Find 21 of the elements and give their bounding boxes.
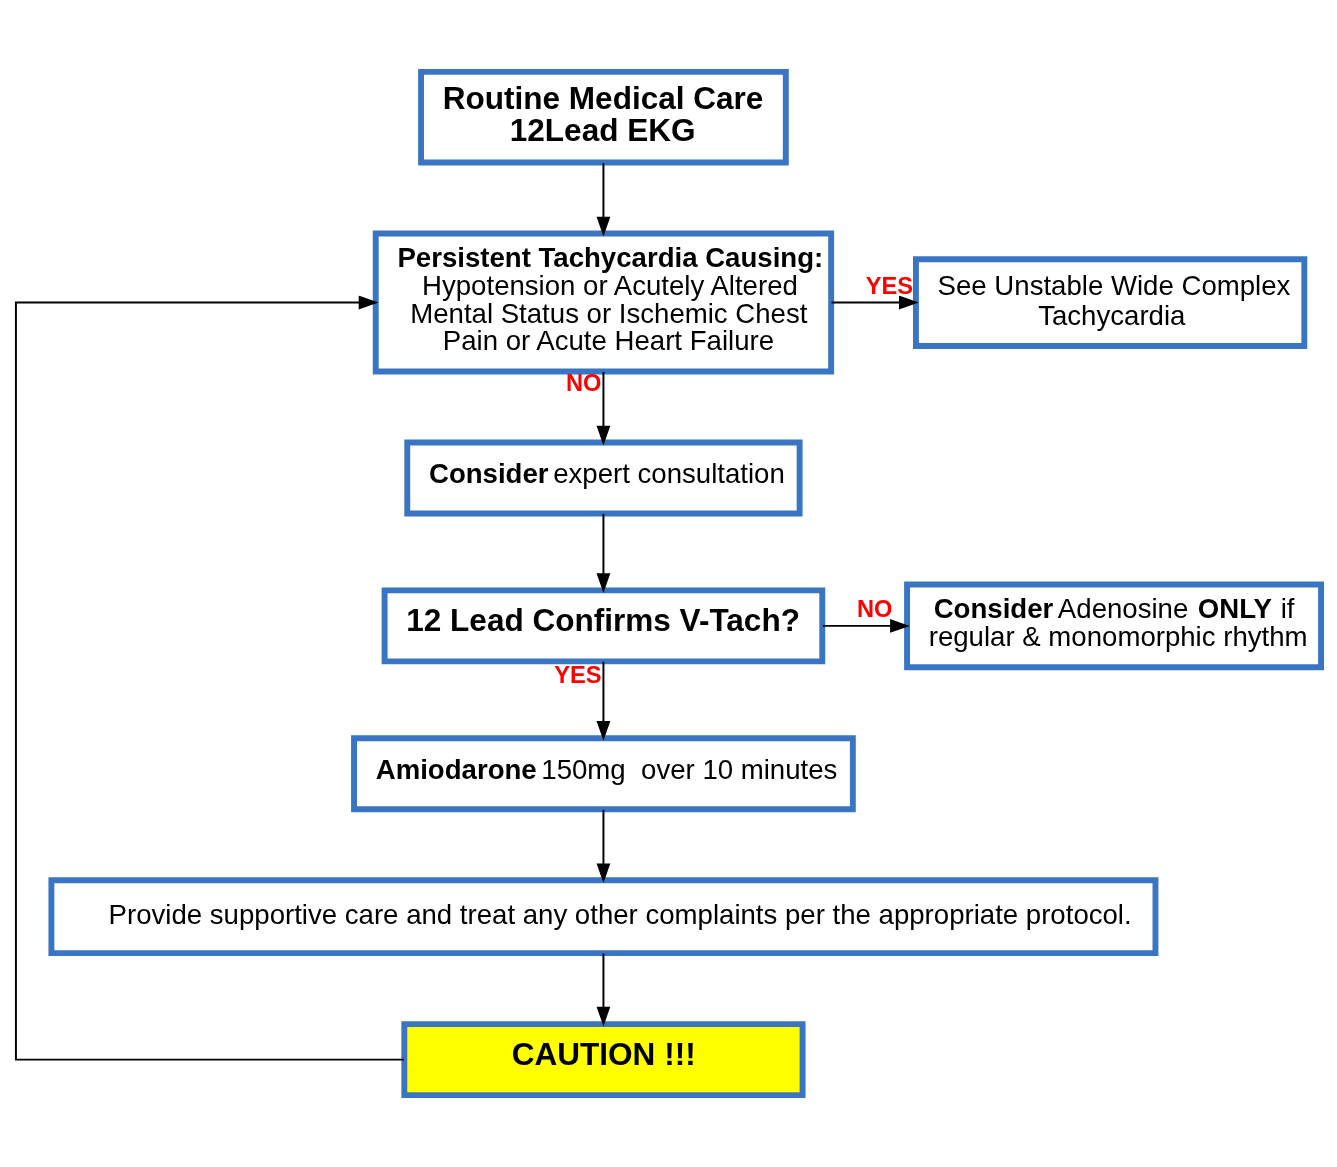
edge-label: NO bbox=[857, 596, 893, 623]
arrow bbox=[596, 370, 611, 446]
node-box: Amiodarone 150mg over 10 minutes bbox=[351, 735, 856, 813]
node-box: 12 Lead Confirms V-Tach? bbox=[381, 587, 826, 665]
arrow bbox=[596, 512, 611, 593]
node-box: CAUTION !!! bbox=[401, 1021, 806, 1099]
edge-label: YES bbox=[865, 272, 914, 299]
arrow bbox=[596, 660, 611, 741]
node-box: See Unstable Wide Complex Tachycardia bbox=[912, 256, 1308, 349]
node-box: Persistent Tachycardia Causing: Hypotension or Acutely Altered Mental Status or Ischemic Chest Pain or Acute Heart Failure bbox=[372, 230, 835, 375]
arrow bbox=[596, 162, 611, 237]
node-box: Consider Adenosine ONLY if regular & monomorphic rhythm bbox=[904, 581, 1325, 671]
node-box: Provide supportive care and treat any other complaints per the appropriate protocol. bbox=[48, 877, 1159, 957]
node-box: Routine Medical Care 12Lead EKG bbox=[418, 68, 789, 166]
arrow bbox=[830, 295, 919, 310]
arrow bbox=[596, 952, 611, 1027]
edge-label: YES bbox=[554, 662, 602, 689]
node-box: Consider expert consultation bbox=[404, 439, 803, 517]
arrow bbox=[821, 619, 910, 633]
arrow bbox=[596, 808, 611, 884]
arrow bbox=[14, 295, 405, 1061]
